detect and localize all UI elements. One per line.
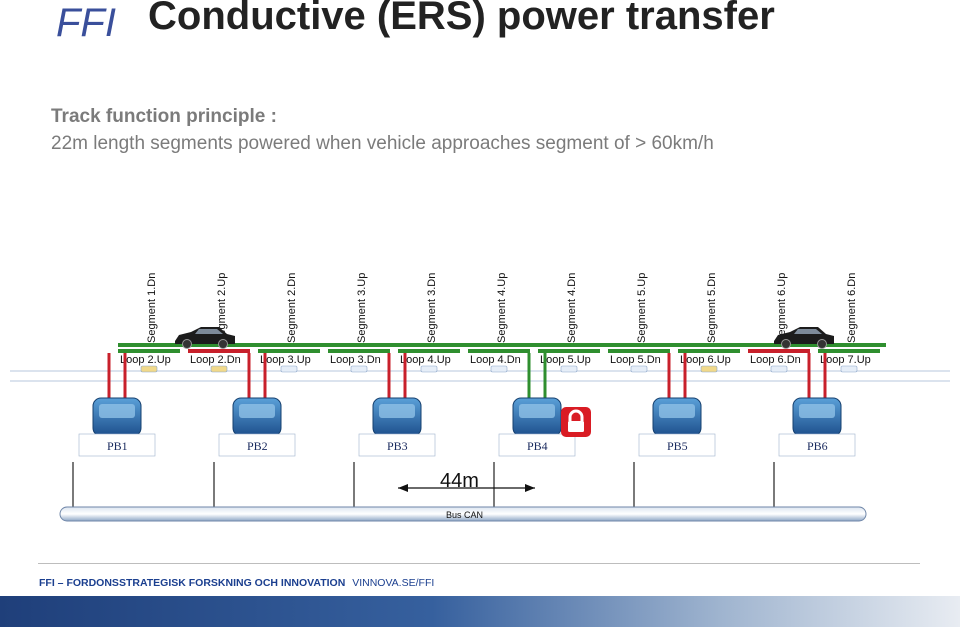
power-box-frame (78, 433, 156, 457)
power-box-panel (379, 404, 415, 418)
segment-label: Segment 6.Up (776, 273, 788, 343)
loop-sensor-icon (140, 365, 158, 373)
loop-label: Loop 6.Up (680, 354, 731, 366)
footer-org: FFI (39, 577, 55, 589)
power-box-frame (638, 433, 716, 457)
can-bus-label: Bus CAN (446, 510, 483, 520)
track-rail-upper (118, 343, 886, 347)
ers-track-diagram: Segment 1.Dn Segment 2.Up Segment 2.Dn Segm… (10, 273, 950, 522)
segment-label: Segment 5.Up (636, 273, 648, 343)
loop-label: Loop 5.Up (540, 354, 591, 366)
footer-divider (38, 563, 920, 564)
power-box-frame (498, 433, 576, 457)
loop-label: Loop 6.Dn (750, 354, 801, 366)
segment-bar (538, 349, 600, 353)
segment-bar (118, 349, 180, 353)
footer-caption: FFI – FORDONSSTRATEGISK FORSKNING OCH IN… (39, 577, 434, 589)
segment-label: Segment 3.Dn (426, 273, 438, 343)
ffi-logo-text: FFI (56, 2, 116, 42)
can-bus-cable (59, 506, 867, 522)
segment-label: Segment 6.Dn (846, 273, 858, 343)
loop-sensor-icon (350, 365, 368, 373)
segment-bar (328, 349, 390, 353)
power-box-label: PB3 (387, 439, 408, 453)
loop-sensor-icon (630, 365, 648, 373)
loop-label: Loop 4.Up (400, 354, 451, 366)
car-icon (175, 327, 235, 349)
footer-band (0, 596, 960, 627)
loop-sensor-icon (770, 365, 788, 373)
segment-label: Segment 2.Up (216, 273, 228, 343)
distance-arrow (398, 484, 535, 492)
power-box-panel (519, 404, 555, 418)
segment-bar (608, 349, 670, 353)
section-heading: Track function principle : (51, 106, 277, 127)
power-box-label: PB1 (107, 439, 128, 453)
segment-bar (188, 349, 250, 353)
distance-label: 44m (440, 470, 479, 492)
lock-icon (561, 407, 591, 437)
loop-label: Loop 3.Dn (330, 354, 381, 366)
loop-label: Loop 5.Dn (610, 354, 661, 366)
loop-sensor-icon (280, 365, 298, 373)
loop-sensor-icon (420, 365, 438, 373)
loop-sensor-icon (560, 365, 578, 373)
page-title: Conductive (ERS) power transfer (148, 0, 775, 38)
power-box-label: PB2 (247, 439, 268, 453)
power-box-frame (778, 433, 856, 457)
power-box-frame (358, 433, 436, 457)
loop-label: Loop 2.Dn (190, 354, 241, 366)
power-box-frame (218, 433, 296, 457)
segment-bar (398, 349, 460, 353)
segment-bar (818, 349, 880, 353)
power-box-panel (239, 404, 275, 418)
segment-bar (678, 349, 740, 353)
power-box-panel (659, 404, 695, 418)
footer-dash: – (57, 577, 64, 589)
segment-label: Segment 4.Up (496, 273, 508, 343)
car-icon (774, 327, 834, 349)
segment-label: Segment 1.Dn (146, 273, 158, 343)
ffi-logo: FFI (56, 2, 116, 42)
segment-label: Segment 5.Dn (706, 273, 718, 343)
loop-sensor-icon (210, 365, 228, 373)
power-box-panel (799, 404, 835, 418)
loop-sensor-icon (490, 365, 508, 373)
segment-label: Segment 4.Dn (566, 273, 578, 343)
segment-label: Segment 3.Up (356, 273, 368, 343)
segment-bar (258, 349, 320, 353)
loop-label: Loop 7.Up (820, 354, 871, 366)
segment-bar (748, 349, 810, 353)
loop-label: Loop 3.Up (260, 354, 311, 366)
power-box-label: PB6 (807, 439, 828, 453)
loop-sensor-icon (700, 365, 718, 373)
footer-site-link[interactable]: VINNOVA.SE/FFI (352, 577, 435, 589)
footer-program: FORDONSSTRATEGISK FORSKNING OCH INNOVATI… (66, 577, 346, 589)
power-box-label: PB5 (667, 439, 688, 453)
power-box-panel (99, 404, 135, 418)
section-description: 22m length segments powered when vehicle… (51, 133, 714, 154)
loop-sensor-icon (840, 365, 858, 373)
loop-label: Loop 4.Dn (470, 354, 521, 366)
loop-label: Loop 2.Up (120, 354, 171, 366)
segment-bar (468, 349, 530, 353)
power-box-label: PB4 (527, 439, 548, 453)
segment-label: Segment 2.Dn (286, 273, 298, 343)
